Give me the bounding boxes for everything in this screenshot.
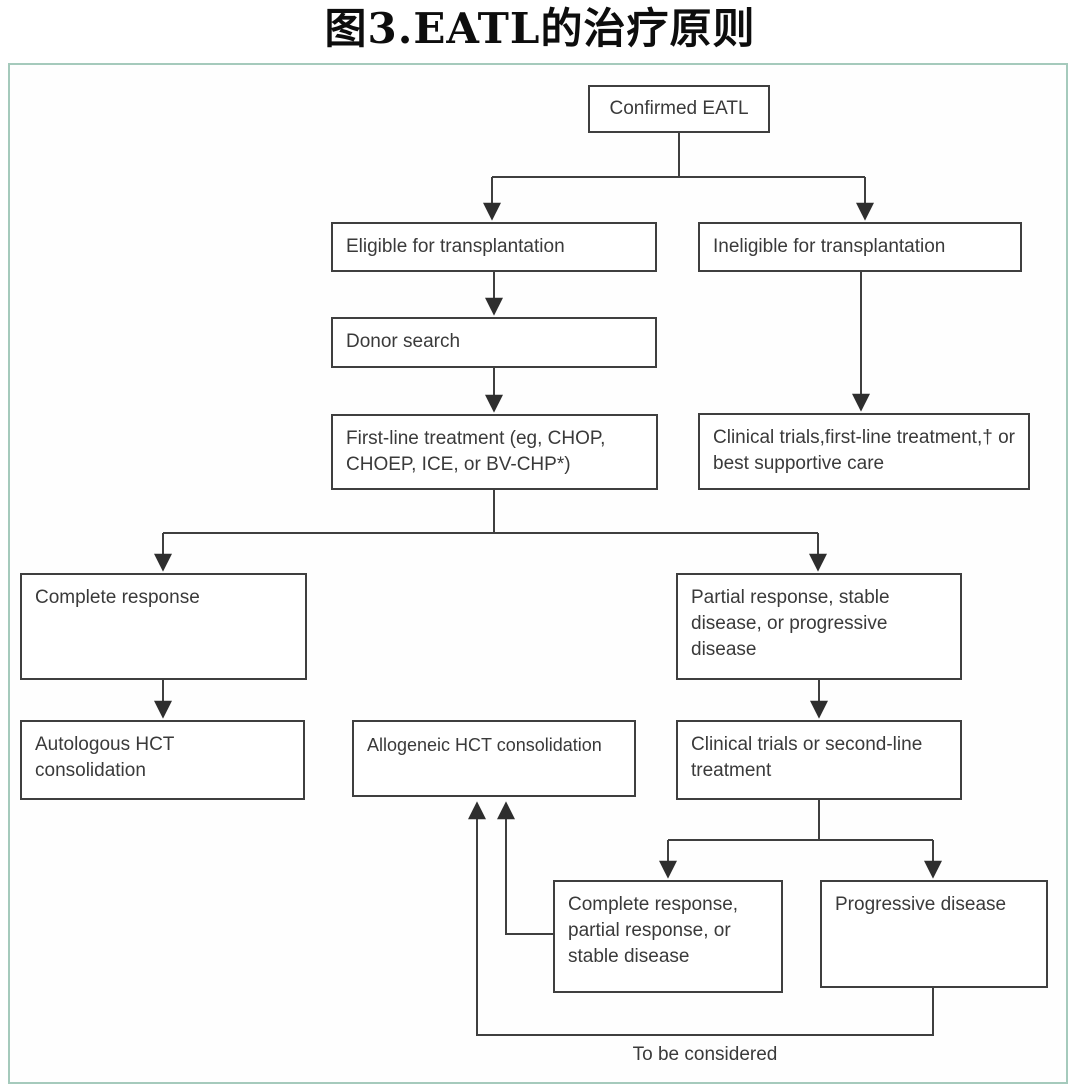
node-allogeneic-hct: Allogeneic HCT consolidation: [352, 720, 636, 797]
node-donor-search: Donor search: [331, 317, 657, 368]
node-donor-label: Donor search: [346, 331, 461, 352]
node-second-line-label: Clinical trials or second-line treatment: [691, 734, 923, 781]
node-cr-pr-sd-label: Complete response, partial response, or …: [568, 894, 739, 967]
node-complete-response: Complete response: [20, 573, 307, 680]
node-autologous-hct-label: Autologous HCT consolidation: [35, 734, 175, 781]
node-first-line-label: First-line treatment (eg, CHOP, CHOEP, I…: [346, 428, 606, 475]
node-progressive-disease-label: Progressive disease: [835, 894, 1007, 915]
node-ineligible-transplantation: Ineligible for transplantation: [698, 222, 1022, 272]
node-first-line-treatment: First-line treatment (eg, CHOP, CHOEP, I…: [331, 414, 658, 490]
node-confirmed-eatl-label: Confirmed EATL: [609, 98, 749, 119]
node-clinical-trials-first-line-label: Clinical trials,first-line treatment,† o…: [713, 427, 1015, 474]
node-partial-response: Partial response, stable disease, or pro…: [676, 573, 962, 680]
node-partial-response-label: Partial response, stable disease, or pro…: [691, 587, 890, 660]
node-confirmed-eatl: Confirmed EATL: [588, 85, 770, 133]
node-progressive-disease: Progressive disease: [820, 880, 1048, 988]
node-autologous-hct: Autologous HCT consolidation: [20, 720, 305, 800]
to-be-considered-label: To be considered: [632, 1044, 778, 1065]
node-clinical-trials-first-line: Clinical trials,first-line treatment,† o…: [698, 413, 1030, 490]
node-allogeneic-hct-label: Allogeneic HCT consolidation: [367, 735, 602, 755]
node-ineligible-label: Ineligible for transplantation: [713, 236, 946, 257]
figure-title: 图3.EATL的治疗原则: [324, 4, 756, 53]
node-eligible-transplantation: Eligible for transplantation: [331, 222, 657, 272]
node-second-line-treatment: Clinical trials or second-line treatment: [676, 720, 962, 800]
node-eligible-label: Eligible for transplantation: [346, 236, 565, 257]
node-complete-response-label: Complete response: [35, 587, 200, 608]
node-cr-pr-sd: Complete response, partial response, or …: [553, 880, 783, 993]
